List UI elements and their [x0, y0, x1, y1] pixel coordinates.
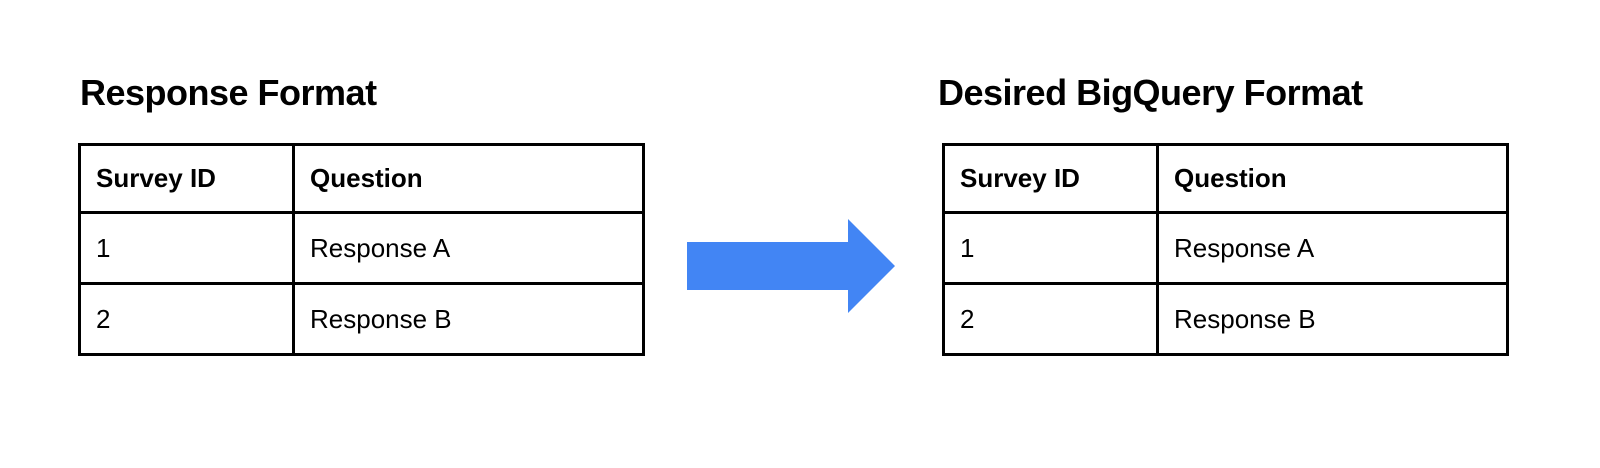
- table-row: 2 Response B: [942, 282, 1509, 356]
- right-section-title: Desired BigQuery Format: [938, 72, 1363, 113]
- cell-survey-id: 2: [942, 282, 1159, 356]
- table-row: 1 Response A: [942, 211, 1509, 285]
- cell-question: Response B: [1156, 282, 1509, 356]
- right-arrow-icon: [687, 219, 895, 313]
- column-header-question: Question: [1156, 143, 1509, 214]
- cell-survey-id: 2: [78, 282, 295, 356]
- cell-survey-id: 1: [78, 211, 295, 285]
- cell-question: Response A: [1156, 211, 1509, 285]
- column-header-survey-id: Survey ID: [942, 143, 1159, 214]
- table-row: 2 Response B: [78, 282, 645, 356]
- table-row: 1 Response A: [78, 211, 645, 285]
- cell-survey-id: 1: [942, 211, 1159, 285]
- cell-question: Response A: [292, 211, 645, 285]
- response-format-table: Survey ID Question 1 Response A 2 Respon…: [78, 143, 645, 356]
- table-header-row: Survey ID Question: [78, 143, 645, 214]
- left-section-title: Response Format: [80, 72, 377, 113]
- desired-bigquery-format-table: Survey ID Question 1 Response A 2 Respon…: [942, 143, 1509, 356]
- transform-arrow: [687, 219, 895, 313]
- column-header-survey-id: Survey ID: [78, 143, 295, 214]
- cell-question: Response B: [292, 282, 645, 356]
- column-header-question: Question: [292, 143, 645, 214]
- table-header-row: Survey ID Question: [942, 143, 1509, 214]
